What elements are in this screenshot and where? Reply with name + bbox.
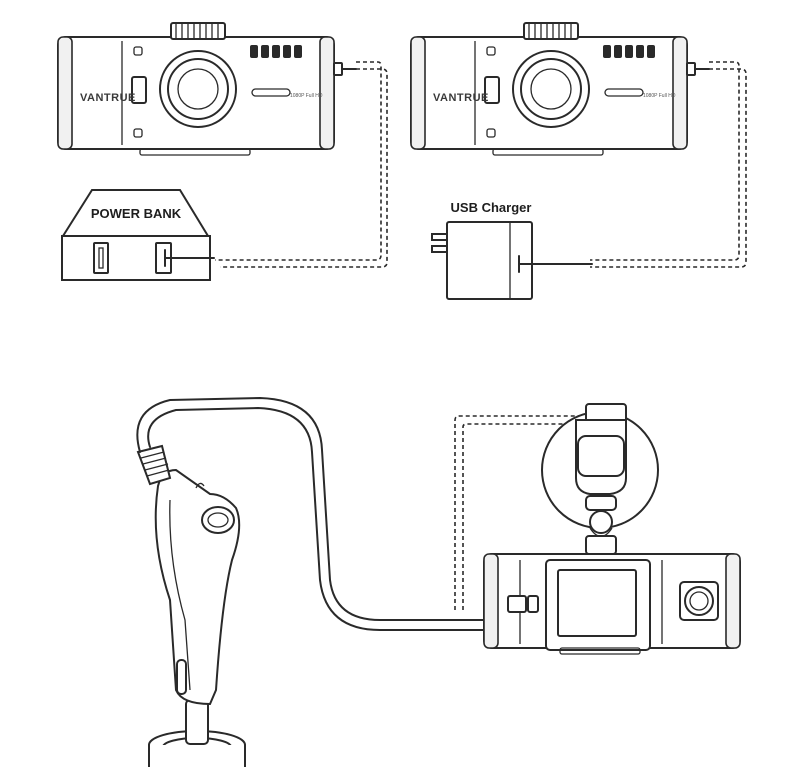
camera-resolution-label: 1080P Full HD <box>643 93 676 99</box>
car-charger <box>136 444 246 767</box>
suction-mount <box>541 403 659 555</box>
usb-charger-label: USB Charger <box>451 200 532 215</box>
camera-resolution-label: 1080P Full HD <box>290 93 323 99</box>
camera-brand-label: VANTRUE <box>80 92 136 104</box>
power-bank: POWER BANK <box>61 189 211 281</box>
dash-camera-front-right: VANTRUE 1080P Full HD <box>410 22 710 156</box>
cable-car-charger-to-camera <box>136 397 485 631</box>
power-bank-label: POWER BANK <box>91 206 182 221</box>
dash-camera-front-left: VANTRUE 1080P Full HD <box>57 22 357 156</box>
cable-camera-to-power-bank <box>164 61 388 268</box>
cable-mount-dashed <box>454 415 590 610</box>
dash-camera-rear-screen <box>483 553 741 655</box>
camera-brand-label: VANTRUE <box>433 92 489 104</box>
usb-charger: USB Charger <box>431 200 533 300</box>
cable-camera-to-usb-charger <box>518 61 747 273</box>
